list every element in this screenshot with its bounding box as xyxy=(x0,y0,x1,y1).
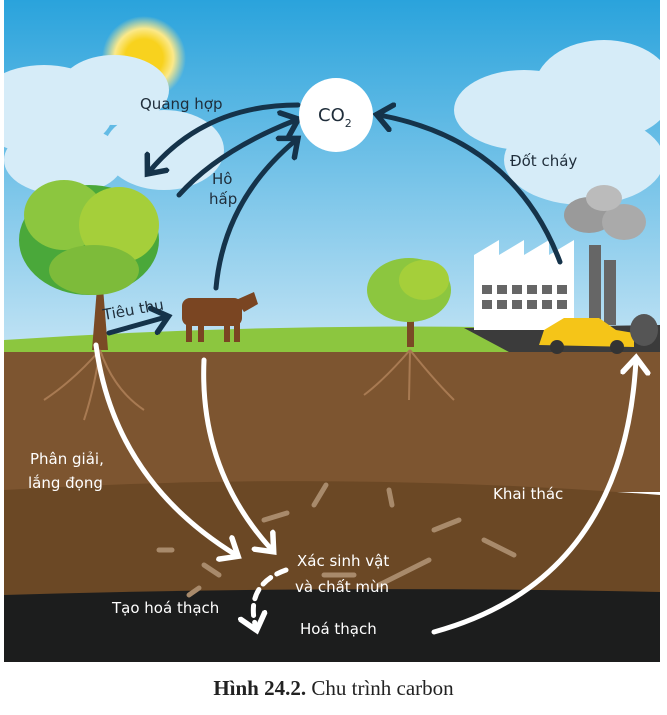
fossilization-arrow xyxy=(253,567,289,628)
factory-icon xyxy=(474,185,646,330)
remains-label-2: và chất mùn xyxy=(295,578,389,596)
fossil-bones xyxy=(156,482,517,598)
extraction-label: Khai thác xyxy=(493,485,563,503)
respiration-label-2: hấp xyxy=(209,190,237,208)
photosynthesis-arrow xyxy=(149,102,301,172)
combustion-arrow xyxy=(379,115,563,265)
tree-icon xyxy=(19,180,159,421)
respiration-arrow-animal xyxy=(213,140,296,291)
photosynthesis-label: Quang hợp xyxy=(140,95,223,113)
decomposition-label-2: lắng đọng xyxy=(28,474,103,492)
car-icon xyxy=(539,314,658,354)
co2-node xyxy=(299,78,373,152)
fossil-label: Hoá thạch xyxy=(300,620,377,638)
remains-label-1: Xác sinh vật xyxy=(297,552,389,570)
small-tree-icon xyxy=(363,258,455,401)
figure-caption: Hình 24.2. Chu trình carbon xyxy=(0,676,667,701)
cow-icon xyxy=(182,292,258,342)
figure-title: Chu trình carbon xyxy=(311,676,454,700)
consumption-arrow xyxy=(106,317,166,336)
soil-top-layer xyxy=(4,352,660,492)
fossilization-label: Tạo hoá thạch xyxy=(111,599,219,617)
carbon-cycle-diagram: CO2 Quang hợp Hô hấp Tiêu thụ Đốt cháy P… xyxy=(4,0,660,662)
decomposition-arrow-plant xyxy=(93,342,236,555)
decomposition-label-1: Phân giải, xyxy=(30,450,104,468)
decomposition-arrow-animal xyxy=(201,357,272,550)
respiration-arrow-plant xyxy=(176,120,296,198)
co2-label: CO2 xyxy=(318,105,352,130)
respiration-label-1: Hô xyxy=(212,170,232,188)
combustion-label: Đốt cháy xyxy=(510,152,577,170)
soil-middle-layer xyxy=(4,481,660,600)
extraction-arrow xyxy=(431,360,636,635)
figure-number: Hình 24.2. xyxy=(213,676,307,700)
clouds xyxy=(4,40,660,205)
